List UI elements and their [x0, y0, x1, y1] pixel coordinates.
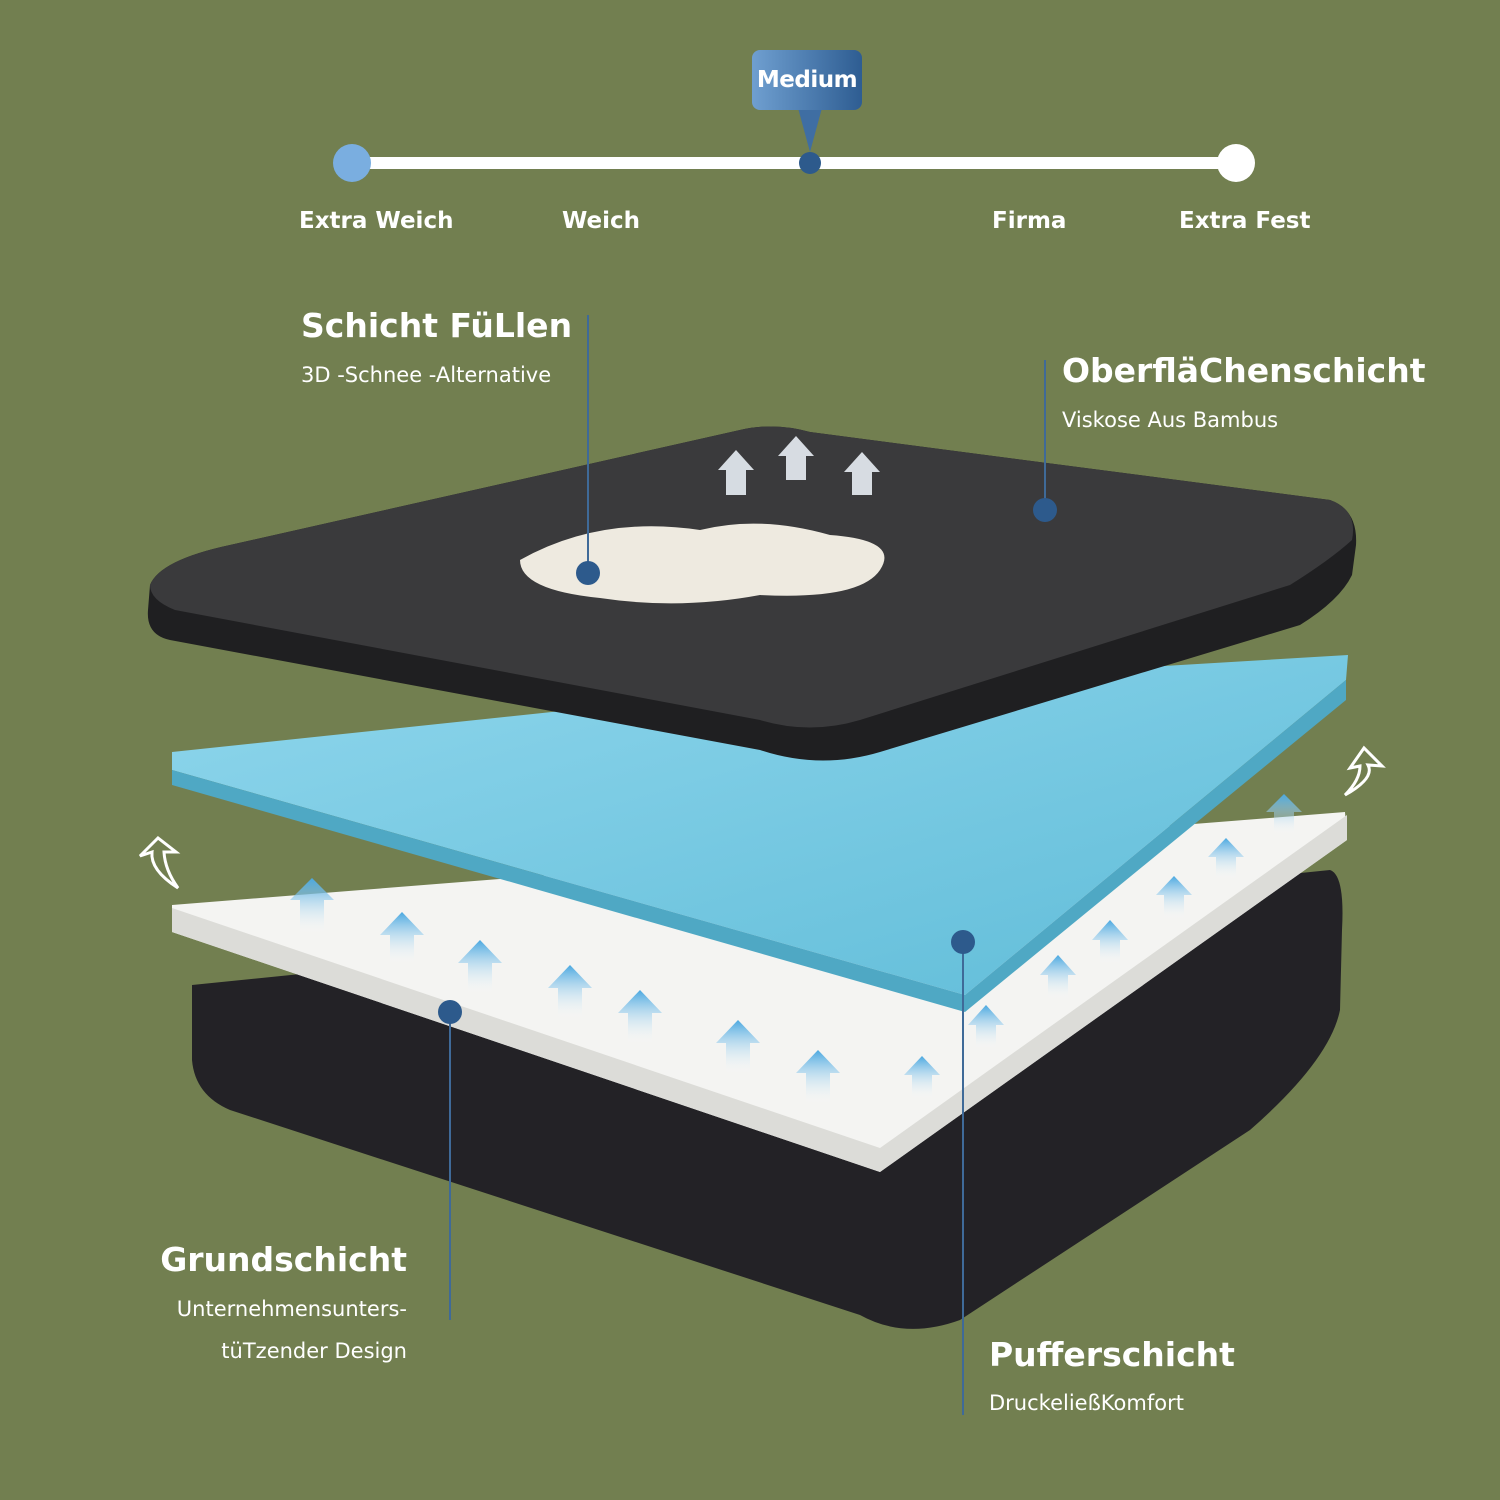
- heat-release-arrows: [718, 436, 880, 495]
- gel-foam-layer: [172, 655, 1348, 995]
- layer-subtitle-base-line2: tüTzender Design: [221, 1339, 407, 1363]
- fill-material: [520, 523, 885, 604]
- airflow-arrows: [290, 794, 1302, 1105]
- firmness-badge: Medium: [752, 50, 862, 110]
- layer-title-base: Grundschicht: [160, 1240, 407, 1279]
- scale-label-firm: Firma: [992, 208, 1067, 234]
- slider-end-dot: [1217, 144, 1255, 182]
- slider-thumb: [799, 152, 821, 174]
- firmness-slider: [333, 108, 1255, 182]
- marker-dot-surface: [1033, 498, 1057, 522]
- marker-dot-base: [438, 1000, 462, 1024]
- badge-pointer: [798, 108, 822, 152]
- scale-label-extra-soft: Extra Weich: [299, 208, 454, 234]
- scale-label-extra-firm: Extra Fest: [1179, 208, 1311, 234]
- layer-title-buffer: Pufferschicht: [989, 1335, 1235, 1374]
- layer-title-fill: Schicht FüLlen: [301, 306, 573, 345]
- layer-subtitle-fill: 3D -Schnee -Alternative: [301, 363, 552, 387]
- curved-arrow-left-icon: [138, 836, 181, 890]
- layer-title-surface: OberfläChenschicht: [1062, 351, 1426, 390]
- scale-label-soft: Weich: [562, 208, 641, 234]
- layer-subtitle-base-line1: Unternehmensunters-: [176, 1297, 407, 1321]
- marker-dot-buffer: [951, 930, 975, 954]
- layer-subtitle-buffer: DruckeließKomfort: [989, 1391, 1184, 1415]
- curved-arrow-right-icon: [1343, 745, 1386, 797]
- slider-start-dot: [333, 144, 371, 182]
- layer-subtitle-surface: Viskose Aus Bambus: [1062, 408, 1279, 432]
- marker-dot-fill: [576, 561, 600, 585]
